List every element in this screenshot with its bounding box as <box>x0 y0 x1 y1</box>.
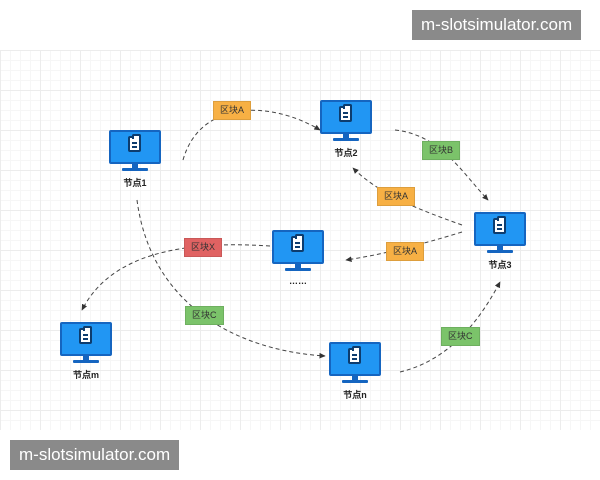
node-2: 节点2 <box>318 100 374 159</box>
node-n: 节点n <box>327 342 383 401</box>
arrow-middle-to-nodem <box>81 244 271 311</box>
block-c-tag-left: 区块C <box>185 306 224 325</box>
clipboard-monitor-icon <box>320 100 372 134</box>
watermark-bottom: m-slotsimulator.com <box>10 440 180 470</box>
clipboard-monitor-icon <box>474 212 526 246</box>
node-m-label: 节点m <box>72 370 99 380</box>
watermark-top: m-slotsimulator.com <box>412 10 582 40</box>
node-3: 节点3 <box>472 212 528 271</box>
node-1-label: 节点1 <box>123 178 147 188</box>
clipboard-monitor-icon <box>60 322 112 356</box>
block-x-tag: 区块X <box>184 238 223 257</box>
block-a-tag-right-lower: 区块A <box>386 242 425 261</box>
node-m: 节点m <box>58 322 114 381</box>
block-b-tag: 区块B <box>422 141 461 160</box>
block-a-tag-right-upper: 区块A <box>377 187 416 206</box>
node-n-label: 节点n <box>343 390 367 400</box>
node-3-label: 节点3 <box>488 260 512 270</box>
arrow-node1-to-node2 <box>182 109 321 161</box>
node-middle: …… <box>270 230 326 286</box>
clipboard-monitor-icon <box>329 342 381 376</box>
clipboard-monitor-icon <box>272 230 324 264</box>
block-a-tag-top: 区块A <box>213 101 252 120</box>
node-1: 节点1 <box>107 130 163 189</box>
node-middle-label: …… <box>289 276 307 286</box>
clipboard-monitor-icon <box>109 130 161 164</box>
block-c-tag-right: 区块C <box>441 327 480 346</box>
node-2-label: 节点2 <box>334 148 358 158</box>
